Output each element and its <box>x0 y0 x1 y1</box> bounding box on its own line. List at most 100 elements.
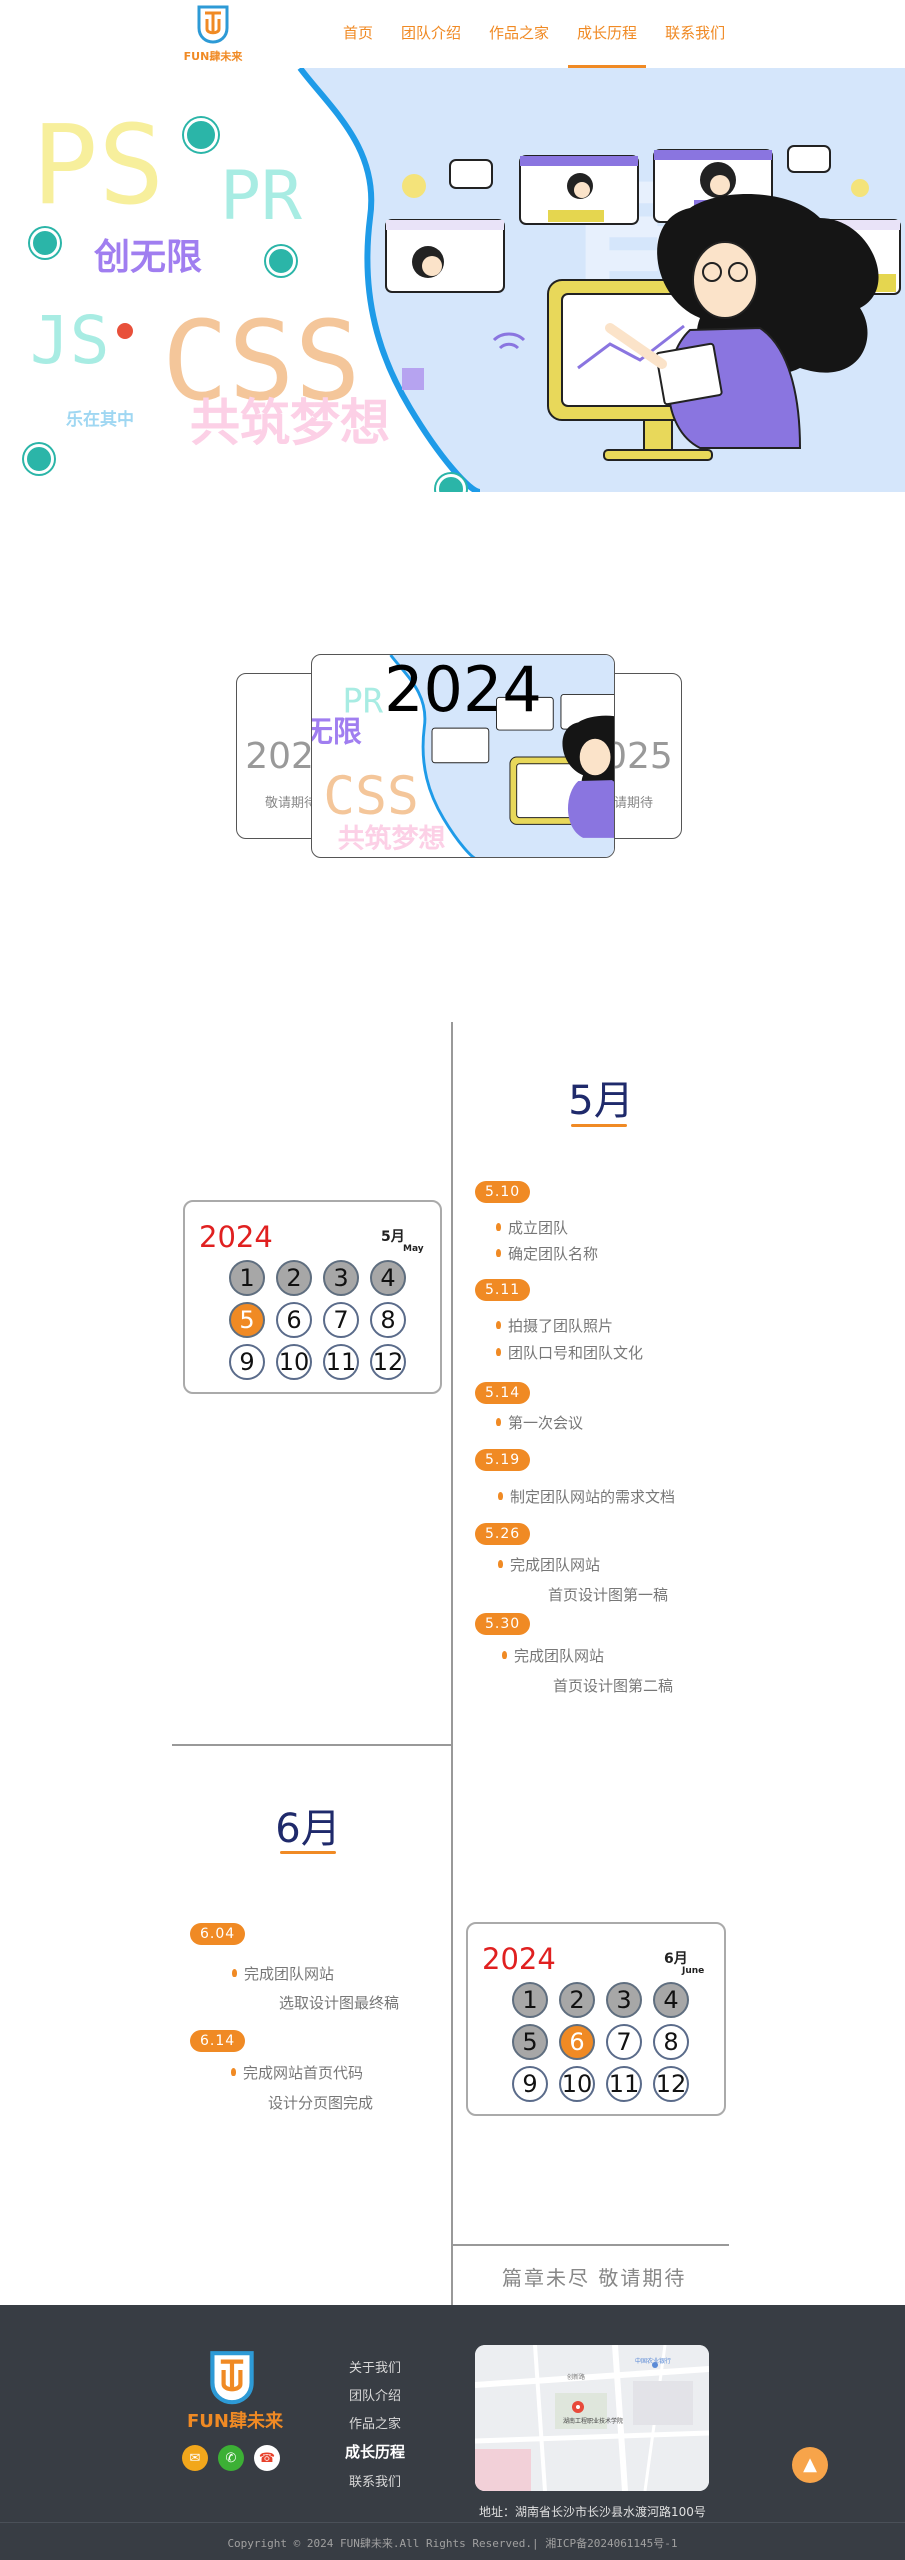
calendar-day[interactable]: 12 <box>653 2066 689 2102</box>
svg-text:创无限: 创无限 <box>312 715 362 749</box>
calendar-day[interactable]: 9 <box>229 1344 265 1380</box>
hero-word-css: CSS <box>162 297 361 425</box>
calendar-grid: 1 2 3 4 5 6 7 8 9 10 11 12 <box>512 1982 702 2102</box>
calendar-day-current[interactable]: 5 <box>229 1302 265 1338</box>
nav-item-home[interactable]: 首页 <box>343 24 374 42</box>
year-card-current-year: 2024 <box>384 654 542 726</box>
event-date-badge: 6.14 <box>190 2030 246 2052</box>
calendar-day[interactable]: 2 <box>559 1982 595 2018</box>
phone-icon[interactable]: ☎ <box>254 2445 280 2471</box>
month-title-may: 5月 <box>568 1078 634 1124</box>
site-logo[interactable]: FUN肆未来 <box>180 4 246 66</box>
bulb-icon <box>502 1651 507 1659</box>
calendar-day[interactable]: 11 <box>606 2066 642 2102</box>
timeline-divider-may-june <box>172 1744 453 1746</box>
nav-item-team[interactable]: 团队介绍 <box>401 24 462 42</box>
calendar-day[interactable]: 4 <box>370 1260 406 1296</box>
back-to-top-button[interactable]: ▲ <box>792 2447 828 2483</box>
timeline-divider-end <box>451 2244 729 2246</box>
event-date-badge: 5.10 <box>475 1181 531 1203</box>
event-date-badge: 5.11 <box>475 1279 531 1301</box>
nav-item-works[interactable]: 作品之家 <box>489 24 550 42</box>
calendar-day[interactable]: 3 <box>323 1260 359 1296</box>
map-place-label: 中国农业银行 <box>635 2357 671 2365</box>
nav-item-contact[interactable]: 联系我们 <box>665 24 726 42</box>
calendar-day[interactable]: 10 <box>276 1344 312 1380</box>
footer-link-about[interactable]: 关于我们 <box>348 2361 401 2376</box>
bulb-icon <box>232 1969 237 1977</box>
calendar-year: 2024 <box>482 1942 556 1976</box>
footer-logo-shield-icon <box>210 2351 254 2405</box>
calendar-month-en: May <box>403 1244 424 1254</box>
timeline-ending-text: 篇章未尽 敬请期待 <box>502 2266 687 2290</box>
calendar-grid: 1 2 3 4 5 6 7 8 9 10 11 12 <box>229 1260 419 1380</box>
event-item: 完成团队网站 <box>502 1645 604 1666</box>
calendar-day[interactable]: 1 <box>512 1982 548 2018</box>
event-item-sub: 设计分页图完成 <box>268 2094 374 2112</box>
calendar-june: 2024 6月 June 1 2 3 4 5 6 7 8 9 10 11 12 <box>466 1922 726 2116</box>
event-date-badge: 5.26 <box>475 1523 531 1545</box>
calendar-month: 5月 <box>381 1229 405 1245</box>
event-item: 第一次会议 <box>496 1412 583 1433</box>
logo-text: FUN肆未来 <box>183 50 243 63</box>
calendar-day[interactable]: 5 <box>512 2024 548 2060</box>
hero-folder-icon <box>24 444 54 474</box>
calendar-day-current[interactable]: 6 <box>559 2024 595 2060</box>
footer-social: ✉ ✆ ☎ <box>182 2445 280 2471</box>
hero-word-chuang: 创无限 <box>94 237 203 278</box>
month-underline-june <box>280 1851 336 1854</box>
hero-illustration: 肆 <box>297 68 905 492</box>
bulb-icon <box>496 1418 501 1426</box>
footer-link-contact[interactable]: 联系我们 <box>348 2475 401 2490</box>
calendar-day[interactable]: 11 <box>323 1344 359 1380</box>
bulb-icon <box>496 1348 501 1356</box>
calendar-day[interactable]: 7 <box>323 1302 359 1338</box>
event-date-badge: 5.19 <box>475 1449 531 1471</box>
calendar-day[interactable]: 8 <box>370 1302 406 1338</box>
hero-like-icon <box>436 474 466 492</box>
top-navbar: FUN肆未来 首页 团队介绍 作品之家 成长历程 联系我们 <box>0 0 905 68</box>
calendar-day[interactable]: 9 <box>512 2066 548 2102</box>
bulb-icon <box>496 1321 501 1329</box>
hero-word-gong: 共筑梦想 <box>190 394 390 452</box>
bulb-icon <box>496 1249 501 1257</box>
footer-link-history[interactable]: 成长历程 <box>344 2443 405 2461</box>
calendar-day[interactable]: 7 <box>606 2024 642 2060</box>
hero-word-pr: PR <box>220 157 302 236</box>
calendar-day[interactable]: 1 <box>229 1260 265 1296</box>
hero-word-le: 乐在其中 <box>66 410 134 430</box>
wechat-icon[interactable]: ✆ <box>218 2445 244 2471</box>
bulb-icon <box>496 1223 501 1231</box>
svg-text:CSS: CSS <box>323 766 419 827</box>
event-date-badge: 5.14 <box>475 1382 531 1404</box>
year-card-thumbnail: 创无限 CSS PR 共筑梦想 <box>312 655 614 857</box>
calendar-month: 6月 <box>664 1951 688 1967</box>
footer-logo[interactable]: FUN肆未来 <box>180 2349 290 2439</box>
footer-links: 关于我们 团队介绍 作品之家 成长历程 联系我们 <box>330 2357 420 2499</box>
copyright-text: Copyright © 2024 FUN肆未来.All Rights Reser… <box>227 2537 678 2550</box>
event-item-sub: 首页设计图第二稿 <box>553 1677 674 1695</box>
location-map[interactable]: 湖南工程职业技术学院 创新路 中国农业银行 <box>475 2345 709 2491</box>
calendar-day[interactable]: 2 <box>276 1260 312 1296</box>
event-item-sub: 首页设计图第一稿 <box>548 1586 669 1604</box>
hero-banner: 肆 <box>0 68 905 492</box>
footer-link-works[interactable]: 作品之家 <box>348 2417 401 2432</box>
footer-address: 地址：湖南省长沙市长沙县水渡河路100号 <box>479 2505 706 2519</box>
calendar-day[interactable]: 3 <box>606 1982 642 2018</box>
map-road-label: 创新路 <box>567 2373 585 2381</box>
calendar-day[interactable]: 4 <box>653 1982 689 2018</box>
hero-location-icon <box>30 228 60 258</box>
logo-shield-icon <box>197 5 229 44</box>
calendar-day[interactable]: 12 <box>370 1344 406 1380</box>
mail-icon[interactable]: ✉ <box>182 2445 208 2471</box>
year-card-current[interactable]: 创无限 CSS PR 共筑梦想 2024 <box>311 654 615 858</box>
footer-link-team[interactable]: 团队介绍 <box>348 2389 401 2404</box>
nav-item-history[interactable]: 成长历程 <box>568 0 647 68</box>
event-item: 完成团队网站 <box>498 1554 600 1575</box>
svg-text:共筑梦想: 共筑梦想 <box>338 822 446 854</box>
month-title-june: 6月 <box>275 1806 341 1852</box>
calendar-day[interactable]: 8 <box>653 2024 689 2060</box>
calendar-day[interactable]: 6 <box>276 1302 312 1338</box>
footer-logo-text: FUN肆未来 <box>187 2411 283 2432</box>
calendar-day[interactable]: 10 <box>559 2066 595 2102</box>
